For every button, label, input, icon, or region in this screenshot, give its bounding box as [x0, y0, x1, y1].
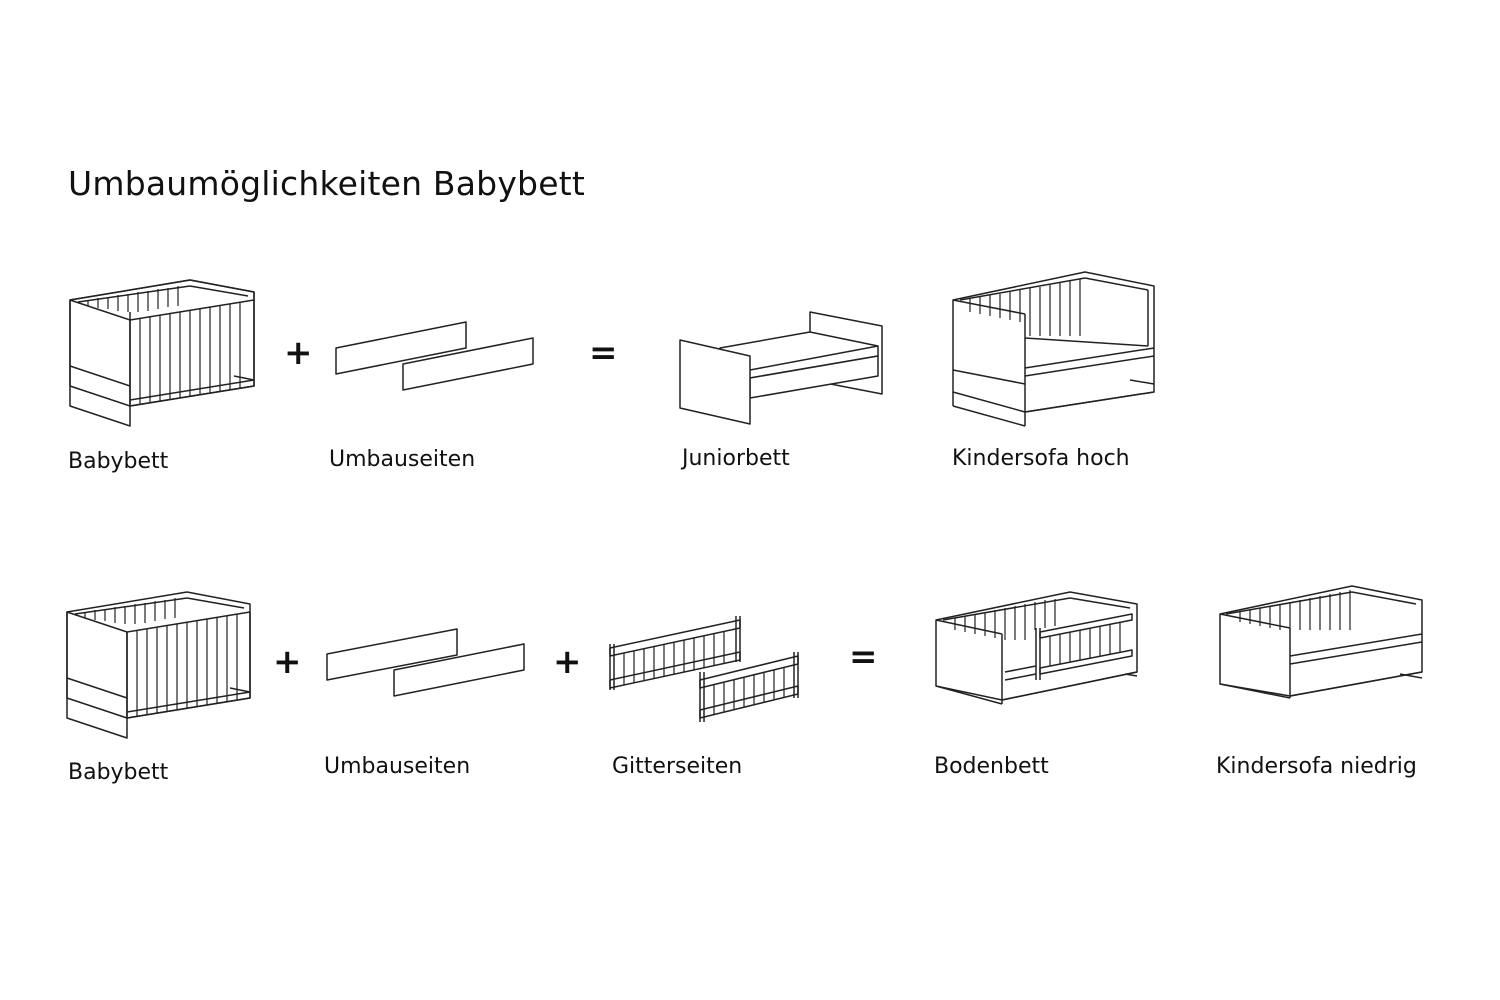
label-babybett-2: Babybett — [68, 760, 169, 785]
equals-icon: = — [589, 333, 618, 373]
floor-bed-icon — [935, 591, 1138, 705]
child-sofa-low-icon — [1219, 585, 1423, 699]
conversion-panels-icon-2 — [326, 628, 525, 697]
junior-bed-icon — [679, 311, 883, 425]
crib-icon — [69, 279, 255, 427]
child-sofa-high-icon — [952, 271, 1155, 427]
plus-icon: + — [284, 333, 313, 373]
label-gitterseiten: Gitterseiten — [612, 754, 743, 779]
crib-icon-2 — [66, 591, 251, 739]
equals-icon-2: = — [849, 637, 878, 677]
conversion-panels-icon — [335, 321, 534, 391]
plus-icon-3: + — [553, 642, 582, 682]
rail-sides-icon — [609, 616, 799, 722]
label-juniorbett: Juniorbett — [682, 446, 790, 471]
label-bodenbett: Bodenbett — [934, 754, 1049, 779]
label-umbauseiten: Umbauseiten — [329, 447, 476, 472]
page-title: Umbaumöglichkeiten Babybett — [68, 164, 585, 203]
label-babybett: Babybett — [68, 449, 169, 474]
label-kindersofa-hoch: Kindersofa hoch — [952, 446, 1130, 471]
plus-icon-2: + — [273, 642, 302, 682]
label-umbauseiten-2: Umbauseiten — [324, 754, 471, 779]
label-kindersofa-niedrig: Kindersofa niedrig — [1216, 754, 1417, 779]
